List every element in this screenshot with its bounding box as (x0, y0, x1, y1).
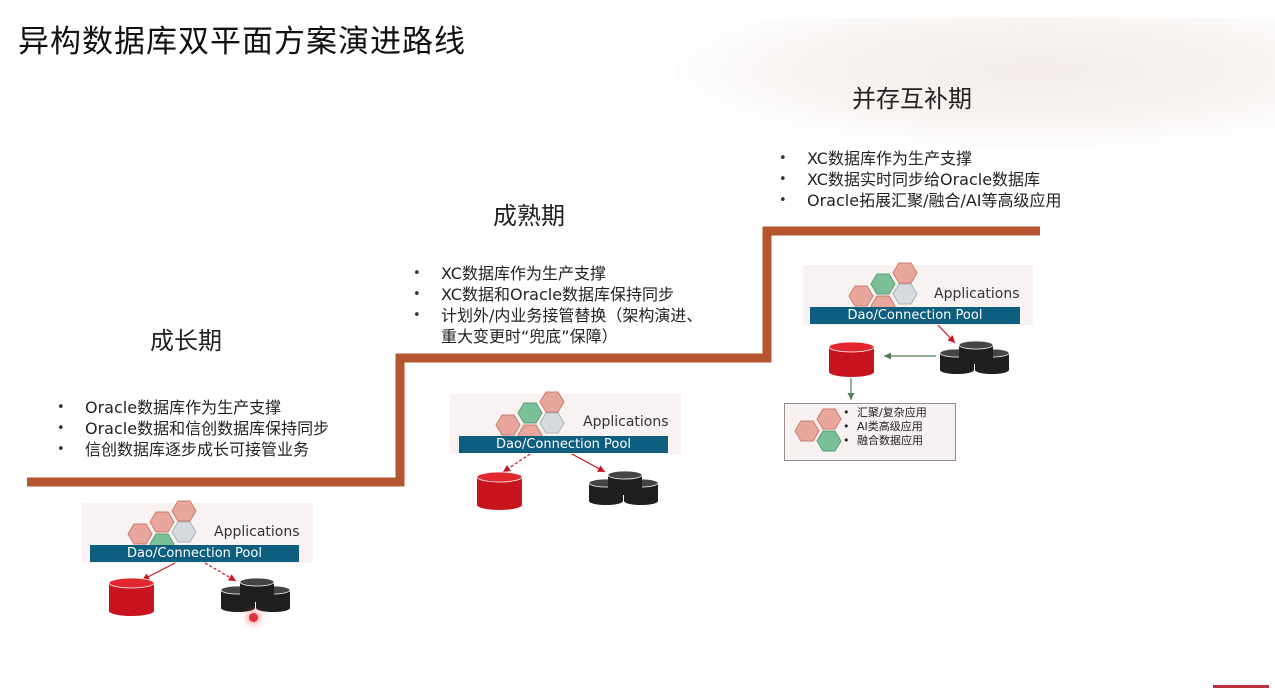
oracle-db-icon-growth (108, 577, 155, 616)
stage-bullets-coexist: XC数据库作为生产支撑 XC数据实时同步给Oracle数据库 Oracle拓展汇… (779, 148, 1062, 211)
bullet-item: XC数据实时同步给Oracle数据库 (779, 169, 1062, 190)
applications-label: Applications (934, 286, 1020, 302)
advanced-app-item: 融合数据应用 (843, 434, 927, 448)
bullet-item: 计划外/内业务接管替换（架构演进、重大变更时“兜底”保障） (413, 305, 713, 347)
stage-bullets-growth: Oracle数据库作为生产支撑 Oracle数据和信创数据库保持同步 信创数据库… (57, 397, 329, 460)
advanced-app-item: AI类高级应用 (843, 420, 927, 434)
arrow-to-oracle (141, 562, 176, 581)
stage-title-growth: 成长期 (150, 327, 222, 355)
bullet-item: 信创数据库逐步成长可接管业务 (57, 439, 329, 460)
bullet-item: XC数据库作为生产支撑 (413, 263, 713, 284)
bullet-item: XC数据库作为生产支撑 (779, 148, 1062, 169)
connection-pool-bar: Dao/Connection Pool (90, 545, 299, 562)
arrow-to-xc (571, 453, 606, 473)
hex-cluster-advanced (794, 408, 842, 452)
xc-db-cluster-icon-growth (220, 577, 291, 612)
oracle-db-icon-coexist (828, 341, 875, 377)
arrow-to-xc (937, 324, 956, 344)
xc-db-cluster-icon-mature (588, 470, 659, 505)
stage-title-mature: 成熟期 (493, 202, 565, 230)
hex-cluster-coexist (848, 262, 918, 317)
bullet-item: Oracle数据和信创数据库保持同步 (57, 418, 329, 439)
bullet-item: XC数据和Oracle数据库保持同步 (413, 284, 713, 305)
arrow-to-oracle (502, 453, 531, 473)
applications-label: Applications (583, 414, 669, 430)
accent-bar (1213, 685, 1269, 688)
applications-label: Applications (214, 524, 300, 540)
connection-pool-bar: Dao/Connection Pool (810, 307, 1020, 324)
bullet-item: Oracle数据库作为生产支撑 (57, 397, 329, 418)
pointer-indicator (249, 613, 258, 622)
stage-bullets-mature: XC数据库作为生产支撑 XC数据和Oracle数据库保持同步 计划外/内业务接管… (413, 263, 713, 347)
stage-title-coexist: 并存互补期 (852, 85, 972, 113)
decorative-texture (675, 18, 1275, 148)
advanced-app-item: 汇聚/复杂应用 (843, 406, 927, 420)
bullet-item: Oracle拓展汇聚/融合/AI等高级应用 (779, 190, 1062, 211)
arrow-to-xc (204, 562, 237, 582)
hex-cluster-mature (495, 391, 565, 446)
advanced-apps-box: 汇聚/复杂应用 AI类高级应用 融合数据应用 (784, 403, 956, 461)
xc-db-cluster-icon-coexist (939, 340, 1010, 374)
connection-pool-bar: Dao/Connection Pool (459, 436, 668, 453)
advanced-apps-list: 汇聚/复杂应用 AI类高级应用 融合数据应用 (843, 406, 927, 448)
hex-cluster-growth (127, 500, 197, 555)
page-title: 异构数据库双平面方案演进路线 (18, 24, 466, 60)
oracle-db-icon-mature (476, 471, 523, 510)
